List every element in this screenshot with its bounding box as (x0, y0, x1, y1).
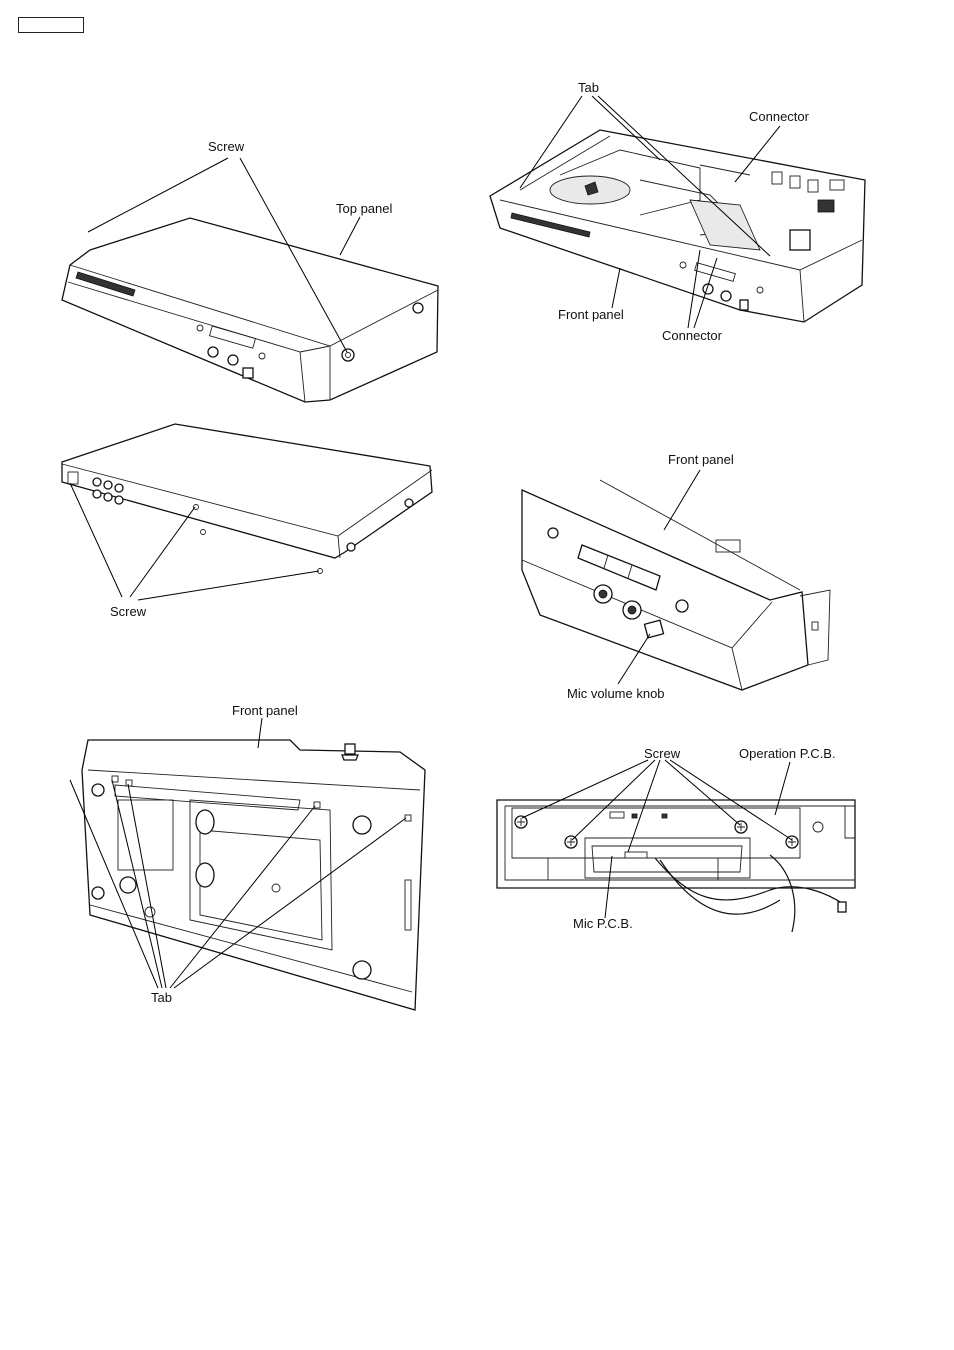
figure6-screw-label: Screw (644, 747, 680, 760)
figure6-operation-pcb-label: Operation P.C.B. (739, 747, 836, 760)
figure6-mic-pcb-label: Mic P.C.B. (573, 917, 633, 930)
